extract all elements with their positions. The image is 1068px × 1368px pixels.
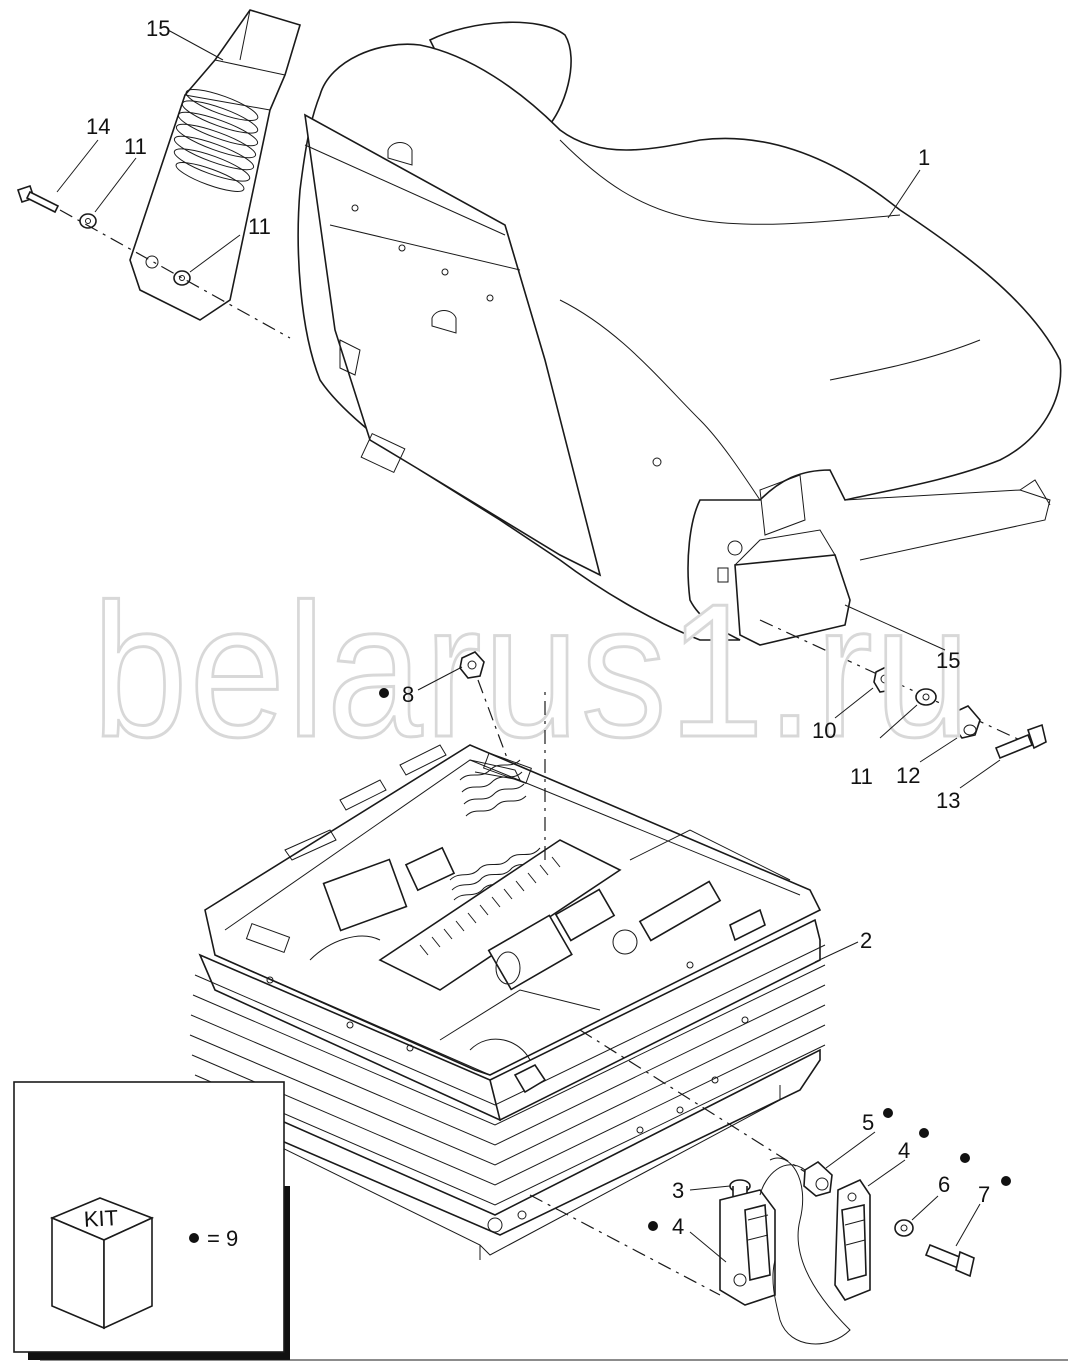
hardware-left [16,184,291,339]
leader-lines [56,29,1001,1263]
spacer-12 [951,705,981,739]
kit-marker-dots [379,688,1011,1231]
bolt-14 [16,184,60,214]
callout-15-top: 15 [146,16,170,41]
washer-11-r [915,688,937,706]
latch-hardware [719,1157,975,1345]
bracket-4-lower [719,1189,776,1306]
hardware-right [459,619,1047,861]
callout-11-c: 11 [850,764,873,789]
callout-numbers: 15 14 11 11 1 15 8 10 11 12 13 2 5 4 6 7… [86,16,990,1239]
kit-cube-label: KIT [83,1205,118,1232]
backrest-bracket-upper [129,9,301,321]
spring-top [459,759,527,817]
callout-7: 7 [978,1182,990,1207]
nut-10 [873,664,897,693]
kit-marker-dot [189,1233,199,1243]
bolt-7 [924,1243,975,1278]
callout-15-right: 15 [936,648,960,673]
bolt-13 [994,723,1047,760]
washer-11-right [173,270,191,286]
callout-1: 1 [918,145,930,170]
seat-cushion-assembly [297,21,1062,646]
washer-6 [894,1219,914,1237]
callout-11-a: 11 [124,134,147,159]
callout-6: 6 [938,1172,950,1197]
kit-cube-icon [49,1197,155,1330]
callout-3: 3 [672,1178,684,1203]
callout-11-b: 11 [248,214,271,239]
bracket-4-upper [834,1178,871,1301]
callout-2: 2 [860,928,872,953]
callout-10: 10 [812,718,836,743]
callout-8: 8 [402,682,414,707]
callout-4-upper: 4 [898,1138,910,1163]
watermark-text: belarus1.ru [92,565,972,777]
spring-left [322,846,545,932]
callout-4-lower: 4 [672,1214,684,1239]
kit-legend-box: KIT = 9 [13,1081,290,1360]
callout-5: 5 [862,1110,874,1135]
kit-legend-text: = 9 [207,1226,238,1251]
callout-12: 12 [896,763,920,788]
callout-13: 13 [936,788,960,813]
callout-14: 14 [86,114,110,139]
